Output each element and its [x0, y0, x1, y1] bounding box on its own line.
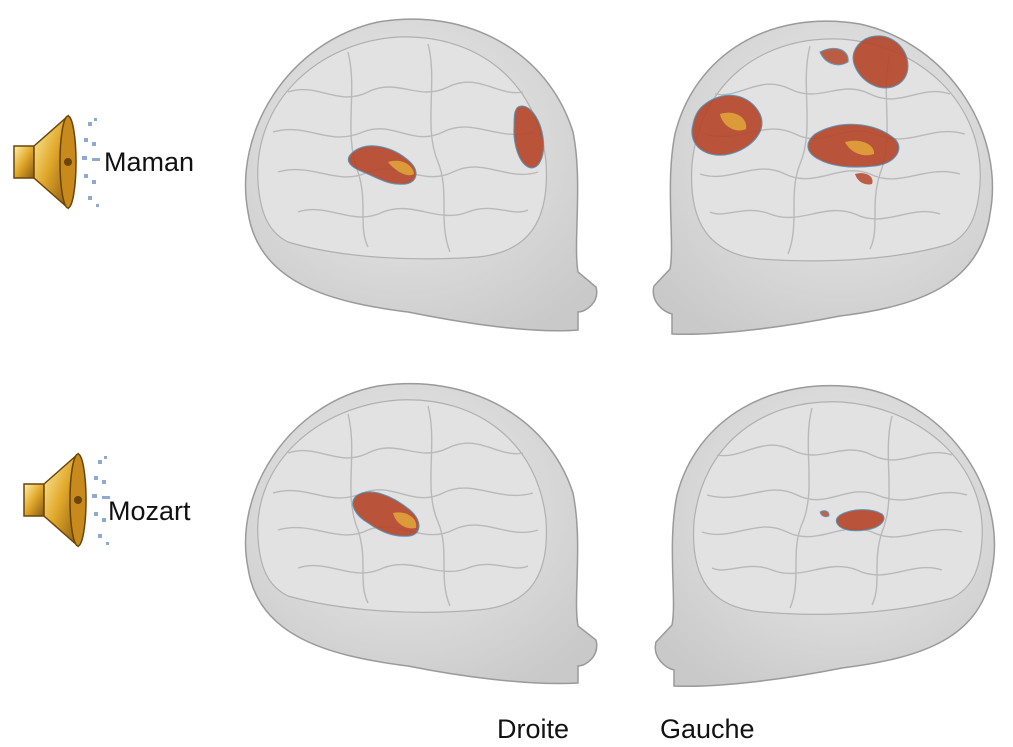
- brain-maman-left: [650, 14, 1010, 344]
- brain-mozart-right: [228, 378, 608, 688]
- hemisphere-label-right: Droite: [497, 714, 569, 745]
- hemisphere-label-left: Gauche: [660, 714, 755, 745]
- stimulus-label-maman: Maman: [104, 147, 194, 178]
- stimulus-label-mozart: Mozart: [108, 496, 191, 527]
- speaker-icon-maman: [8, 108, 108, 218]
- brain-mozart-left: [652, 380, 1012, 690]
- speaker-icon-mozart: [18, 446, 118, 556]
- brain-maman-right: [228, 12, 608, 342]
